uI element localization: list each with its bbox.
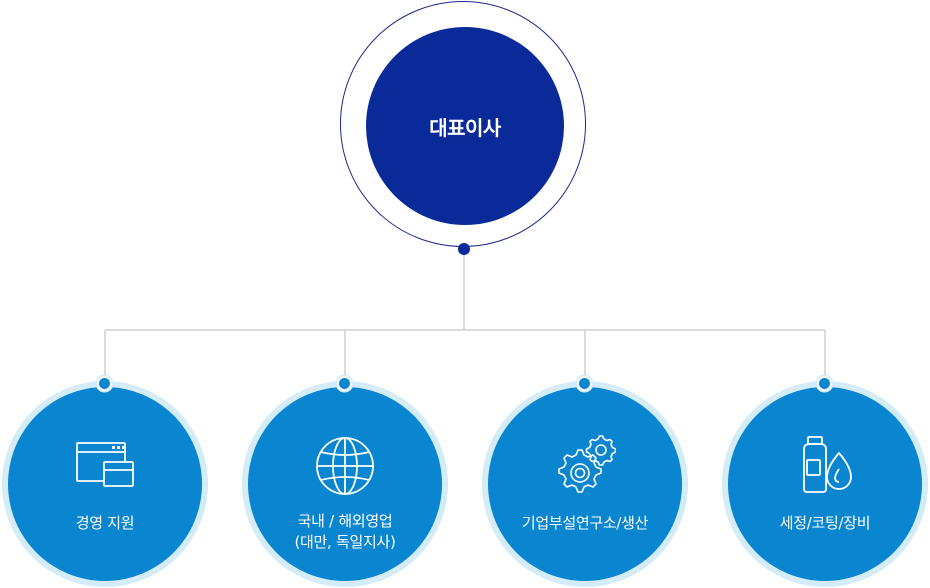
dept-connector-dot — [577, 376, 592, 391]
dept-label: 기업부설연구소/생산 — [521, 514, 649, 532]
ceo-label: 대표이사 — [429, 115, 501, 140]
bottle-drop-icon — [803, 436, 852, 493]
globe-icon — [316, 437, 374, 495]
gears-icon — [558, 435, 616, 493]
dept-label: 국내 / 해외영업 (대만, 독일지사) — [258, 511, 432, 553]
dept-sales: 국내 / 해외영업 (대만, 독일지사) — [242, 381, 448, 587]
dept-connector-dot — [337, 376, 352, 391]
ceo-node: 대표이사 — [366, 27, 564, 225]
window-icon — [76, 442, 134, 487]
dept-research-production: 기업부설연구소/생산 — [482, 381, 688, 587]
dept-label-line1: 국내 / 해외영업 — [297, 512, 393, 530]
dept-label-line2: (대만, 독일지사) — [294, 533, 396, 551]
dept-label: 경영 지원 — [75, 514, 135, 532]
dept-cleaning-coating-equipment: 세정/코팅/장비 — [722, 381, 928, 587]
ceo-connector-dot — [458, 243, 470, 255]
dept-connector-dot — [817, 376, 832, 391]
dept-label: 세정/코팅/장비 — [779, 514, 871, 532]
dept-connector-dot — [97, 376, 112, 391]
dept-management-support: 경영 지원 — [2, 381, 208, 587]
